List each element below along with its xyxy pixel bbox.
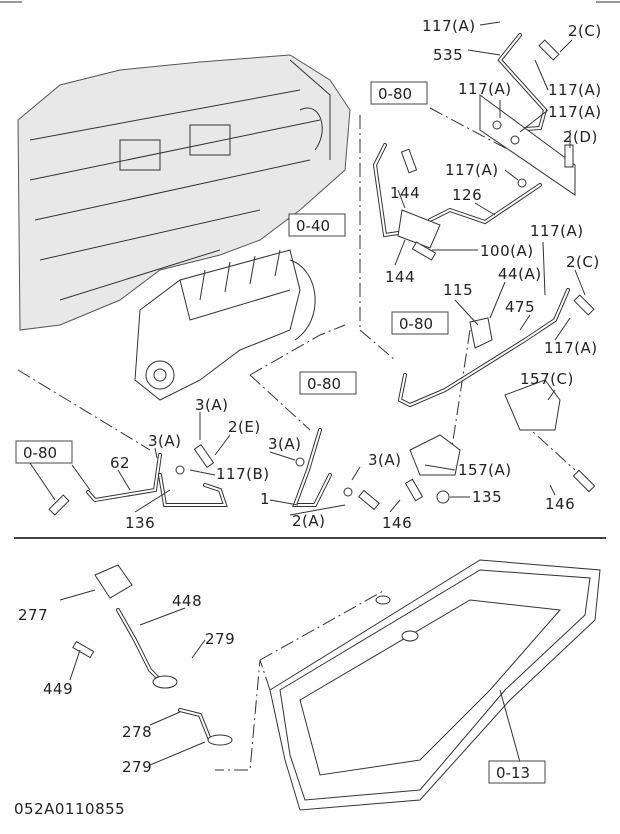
label-leaders (29, 21, 586, 766)
part-label[interactable]: 144 (390, 184, 420, 202)
part-label[interactable]: 2(E) (228, 418, 261, 436)
part-label[interactable]: 117(A) (422, 17, 476, 35)
part-label[interactable]: 2(A) (292, 512, 326, 530)
brackets-and-bolts (48, 39, 596, 516)
reference-box-0-13[interactable]: 0-13 (488, 760, 546, 784)
svg-text:0-13: 0-13 (496, 764, 530, 782)
part-label[interactable]: 277 (18, 606, 48, 624)
svg-text:0-80: 0-80 (399, 315, 433, 333)
part-labels: 117(A) 2(C) 535 117(A) 117(A) 117(A) 2(D… (14, 17, 602, 818)
part-label[interactable]: 146 (545, 495, 575, 513)
part-label[interactable]: 3(A) (195, 396, 229, 414)
part-label[interactable]: 117(A) (530, 222, 584, 240)
part-label[interactable]: 2(D) (563, 128, 598, 146)
part-label[interactable]: 144 (385, 268, 415, 286)
part-label[interactable]: 135 (472, 488, 502, 506)
svg-text:0-80: 0-80 (23, 444, 57, 462)
part-label[interactable]: 136 (125, 514, 155, 532)
part-label[interactable]: 146 (382, 514, 412, 532)
leader-line (249, 324, 346, 376)
leader-line (449, 329, 471, 461)
part-label[interactable]: 1 (260, 490, 270, 508)
fuel-pipes (86, 33, 570, 507)
part-label[interactable]: 117(A) (458, 80, 512, 98)
part-label[interactable]: 475 (505, 298, 535, 316)
leader-line (17, 369, 151, 451)
part-label[interactable]: 117(A) (544, 339, 598, 357)
part-label[interactable]: 117(B) (216, 465, 270, 483)
part-label[interactable]: 279 (205, 630, 235, 648)
part-label[interactable]: 117(A) (445, 161, 499, 179)
oil-pan-illustration (269, 559, 601, 811)
diagram-id: 052A0110855 (14, 800, 125, 818)
reference-box-0-80-b[interactable]: 0-80 (391, 311, 449, 335)
part-label[interactable]: 117(A) (548, 103, 602, 121)
part-label[interactable]: 448 (172, 592, 202, 610)
part-label[interactable]: 3(A) (368, 451, 402, 469)
injection-pump-illustration (134, 249, 316, 401)
part-label[interactable]: 279 (122, 758, 152, 776)
part-label[interactable]: 2(C) (566, 253, 600, 271)
svg-text:0-40: 0-40 (296, 217, 330, 235)
svg-text:0-80: 0-80 (307, 375, 341, 393)
part-label[interactable]: 278 (122, 723, 152, 741)
svg-text:0-80: 0-80 (378, 85, 412, 103)
part-label[interactable]: 157(A) (458, 461, 512, 479)
part-label[interactable]: 44(A) (498, 265, 542, 283)
reference-box-0-80-a[interactable]: 0-80 (370, 81, 428, 105)
reference-box-0-40[interactable]: 0-40 (288, 213, 346, 237)
part-label[interactable]: 449 (43, 680, 73, 698)
engine-block-illustration (17, 54, 351, 331)
leader-line (249, 374, 311, 431)
part-label[interactable]: 2(C) (568, 22, 602, 40)
part-label[interactable]: 100(A) (480, 242, 534, 260)
leader-line (499, 689, 521, 763)
part-label[interactable]: 535 (433, 46, 463, 64)
leader-line (429, 107, 576, 186)
part-label[interactable]: 3(A) (148, 432, 182, 450)
oil-filler-illustration (72, 564, 233, 746)
part-label[interactable]: 62 (110, 454, 130, 472)
part-label[interactable]: 3(A) (268, 435, 302, 453)
leader-line (359, 329, 396, 361)
part-label[interactable]: 117(A) (548, 81, 602, 99)
part-label[interactable]: 157(C) (520, 370, 574, 388)
reference-box-0-80-d[interactable]: 0-80 (15, 440, 73, 464)
part-label[interactable]: 115 (443, 281, 473, 299)
part-label[interactable]: 126 (452, 186, 482, 204)
reference-box-0-80-c[interactable]: 0-80 (299, 371, 357, 395)
